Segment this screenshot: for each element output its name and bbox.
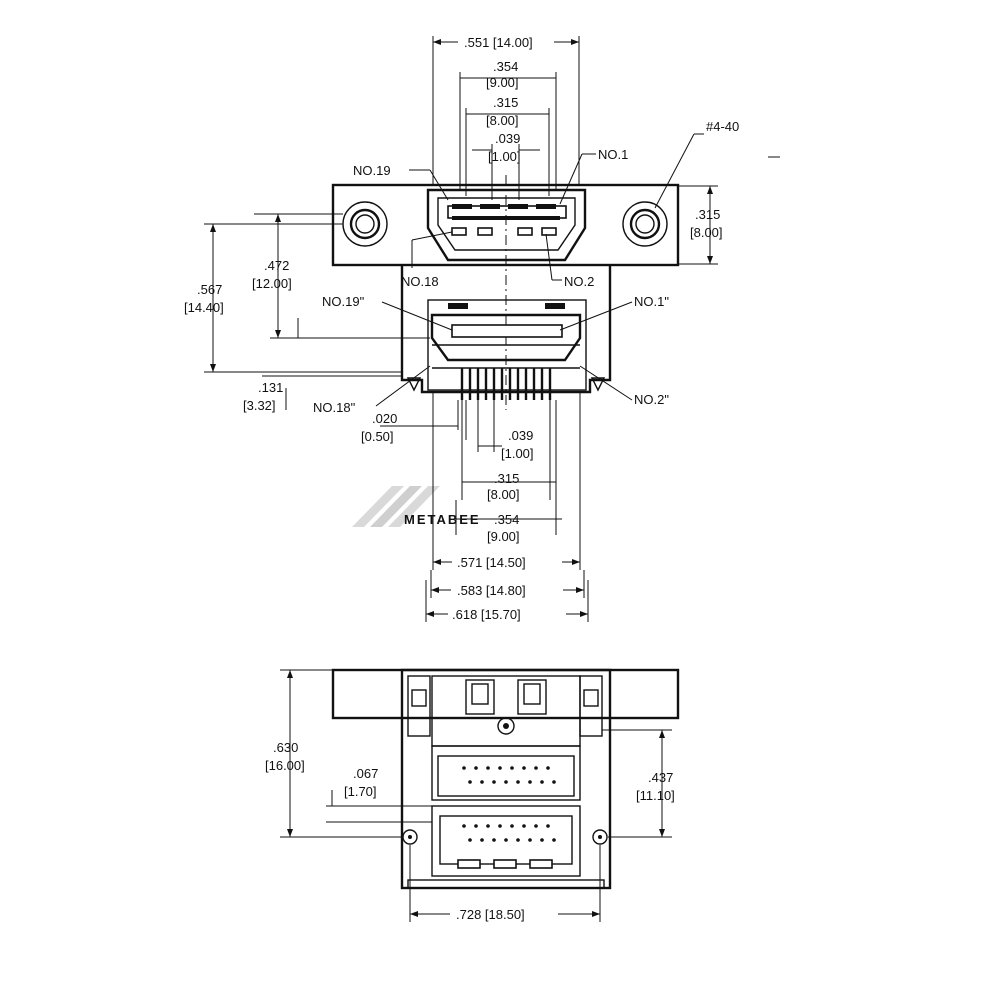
dim-315-bottom: .315 — [494, 471, 519, 486]
dim-067-mm: [1.70] — [344, 784, 377, 799]
dim-039-bottom-mm: [1.00] — [501, 446, 534, 461]
dim-020: .020 — [372, 411, 397, 426]
pin-callouts: NO.19 NO.1 NO.18 NO.2 NO.19" NO.1" NO.18… — [313, 147, 669, 415]
dim-315-right: .315 — [695, 207, 720, 222]
pin-label-no1: NO.1 — [598, 147, 628, 162]
pin-label-no19: NO.19 — [353, 163, 391, 178]
mount-hole-left — [402, 829, 418, 845]
screw-callout: #4-40 — [706, 119, 739, 134]
dim-039-top-mm: [1.00] — [488, 149, 521, 164]
front-view — [331, 175, 680, 410]
pin-label-no2: NO.2 — [564, 274, 594, 289]
pin-label-no18: NO.18 — [401, 274, 439, 289]
bottom-dimensions: .630 [16.00] .067 [1.70] .437 [11.10] .7… — [265, 669, 675, 922]
pin-label-no2p: NO.2" — [634, 392, 669, 407]
pin-label-no19p: NO.19" — [322, 294, 365, 309]
screw-hole-right — [622, 201, 668, 247]
bottom-view — [331, 668, 680, 890]
dim-354-top-mm: [9.00] — [486, 75, 519, 90]
watermark-text: METABEE — [404, 512, 481, 527]
top-dimensions: .551 [14.00] .354 [9.00] .315 [8.00] .03… — [184, 33, 780, 622]
dim-437-mm: [11.10] — [636, 788, 675, 803]
dim-131-mm: [3.32] — [243, 398, 276, 413]
dim-571: .571 [14.50] — [457, 555, 526, 570]
dim-567-mm: [14.40] — [184, 300, 224, 315]
dim-551: .551 [14.00] — [464, 35, 533, 50]
dim-131: .131 — [258, 380, 283, 395]
dim-437: .437 — [648, 770, 673, 785]
dim-472: .472 — [264, 258, 289, 273]
dim-354-bottom-mm: [9.00] — [487, 529, 520, 544]
dim-315-right-mm: [8.00] — [690, 225, 723, 240]
dim-583: .583 [14.80] — [457, 583, 526, 598]
dim-618: .618 [15.70] — [452, 607, 521, 622]
dim-315-bottom-mm: [8.00] — [487, 487, 520, 502]
dim-039-bottom: .039 — [508, 428, 533, 443]
pin-label-no18p: NO.18" — [313, 400, 356, 415]
receptacle-opening — [426, 188, 587, 262]
dim-354-bottom: .354 — [494, 512, 519, 527]
pin-leads — [460, 368, 552, 400]
dim-728: .728 [18.50] — [456, 907, 525, 922]
dim-354-top: .354 — [493, 59, 518, 74]
watermark: METABEE — [352, 486, 481, 527]
dim-315-top-mm: [8.00] — [486, 113, 519, 128]
mount-hole-right — [592, 829, 608, 845]
dim-630: .630 — [273, 740, 298, 755]
dim-020-mm: [0.50] — [361, 429, 394, 444]
dim-567: .567 — [197, 282, 222, 297]
dim-630-mm: [16.00] — [265, 758, 305, 773]
dim-039-top: .039 — [495, 131, 520, 146]
dim-472-mm: [12.00] — [252, 276, 292, 291]
dim-067: .067 — [353, 766, 378, 781]
dim-315-top: .315 — [493, 95, 518, 110]
pin-label-no1p: NO.1" — [634, 294, 669, 309]
pin-holes — [462, 766, 556, 842]
screw-hole-left — [342, 201, 388, 247]
